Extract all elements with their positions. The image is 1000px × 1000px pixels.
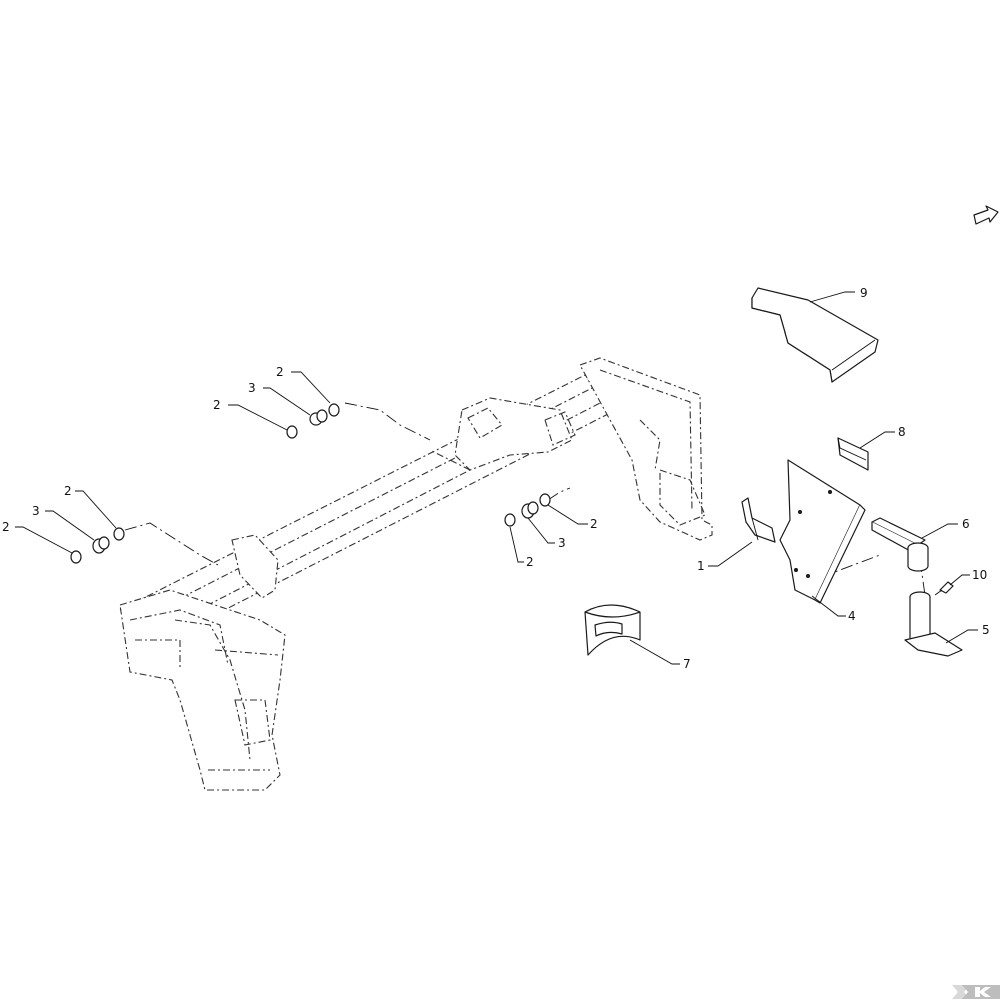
- ring-part-2: [70, 550, 82, 564]
- ring-part-2: [113, 527, 125, 541]
- ring-part-2: [286, 425, 298, 439]
- callout-2: 2: [526, 555, 534, 569]
- callout-10: 10: [972, 568, 987, 582]
- callout-2: 2: [590, 517, 598, 531]
- direction-arrow-icon: [973, 205, 999, 225]
- callout-7: 7: [683, 657, 691, 671]
- callout-6: 6: [962, 517, 970, 531]
- arm-part-6: [871, 517, 929, 572]
- left-ring-set: [70, 527, 125, 564]
- bracket-part-1: [741, 497, 776, 543]
- ring-part-2: [504, 513, 516, 527]
- leader-lines: [15, 291, 978, 665]
- callout-5: 5: [982, 623, 990, 637]
- callout-9: 9: [860, 286, 868, 300]
- main-frame: [119, 357, 713, 791]
- cover-part-9: [751, 287, 879, 383]
- callout-4: 4: [848, 609, 856, 623]
- callout-2: 2: [276, 365, 284, 379]
- center-ring-set: [504, 493, 551, 527]
- callout-8: 8: [898, 425, 906, 439]
- ring-part-2: [539, 493, 551, 507]
- callout-2: 2: [64, 484, 72, 498]
- callout-2: 2: [213, 398, 221, 412]
- callout-3: 3: [248, 381, 256, 395]
- plate-part-4: [779, 459, 866, 604]
- callout-3: 3: [558, 536, 566, 550]
- callout-2: 2: [2, 520, 10, 534]
- callout-1: 1: [697, 559, 705, 573]
- callout-labels: 2 3 2 2 3 2 2 3 2 9 8 6 1 4 10 5 7: [2, 286, 990, 671]
- post-part-5: [904, 591, 963, 657]
- callout-3: 3: [32, 504, 40, 518]
- clamp-part-7: [584, 604, 641, 656]
- plate-part-8: [837, 437, 869, 471]
- pin-part-10: [934, 581, 954, 596]
- ring-part-2: [328, 403, 340, 417]
- kramp-logo-icon: [952, 985, 1000, 999]
- upper-ring-set: [286, 403, 340, 439]
